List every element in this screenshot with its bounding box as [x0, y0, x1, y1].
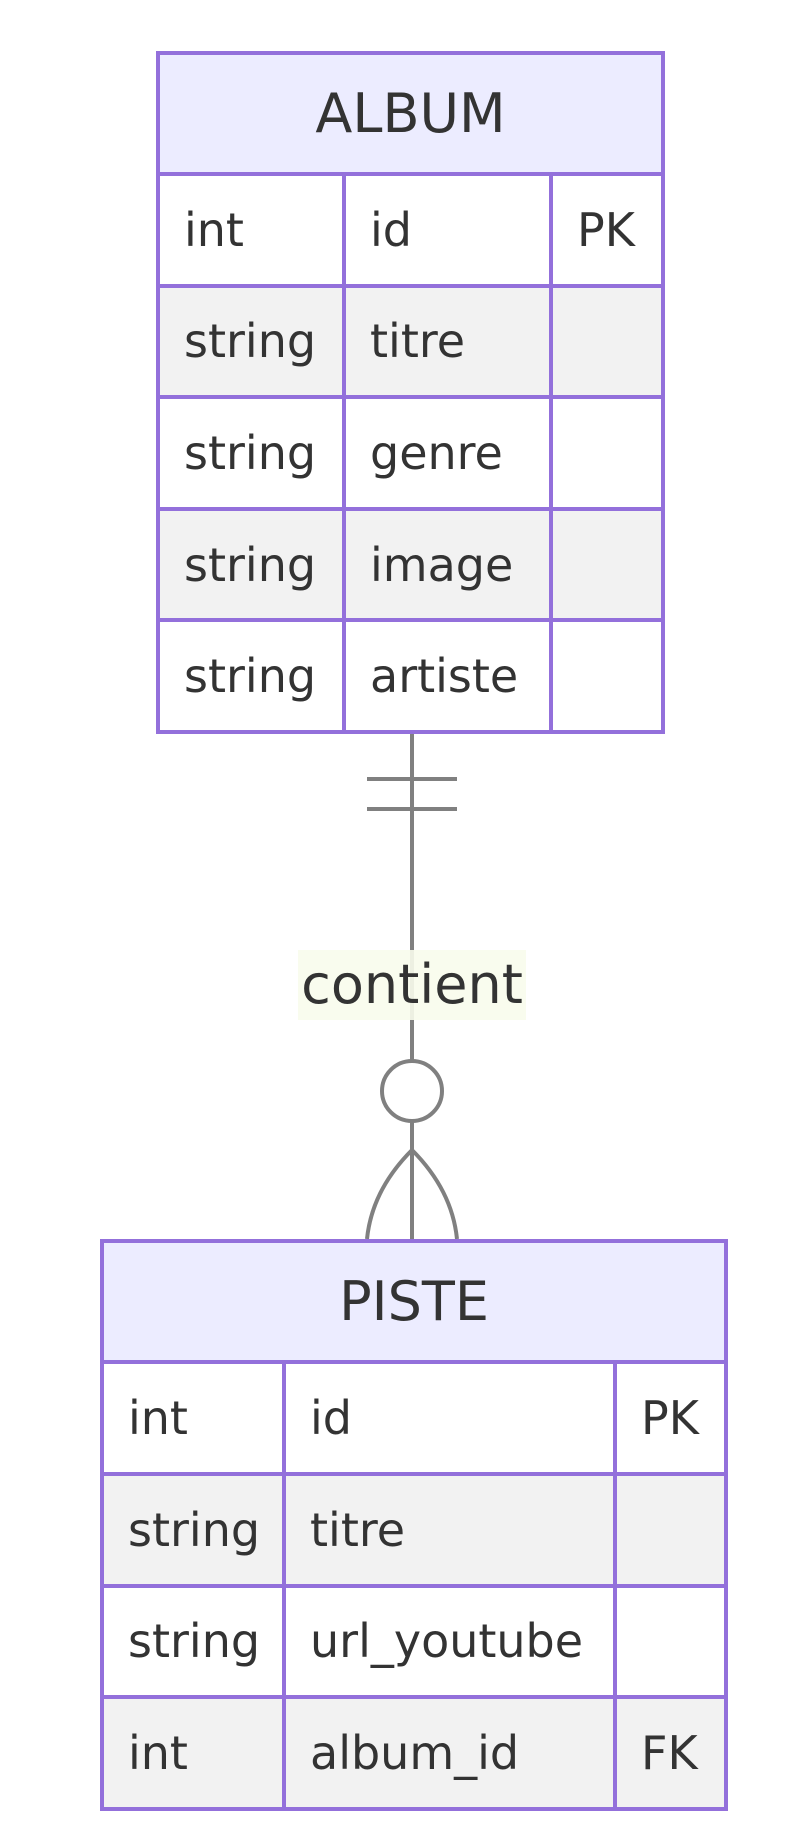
attribute-type: string [100, 1471, 286, 1588]
zero-optional-circle [380, 1059, 444, 1123]
attribute-row: string titre [100, 1471, 729, 1588]
attribute-name: genre [342, 395, 553, 511]
attribute-row: string artiste [156, 618, 666, 734]
crowfoot-left [365, 1148, 414, 1240]
attribute-key: PK [548, 172, 666, 288]
attribute-row: int album_id FK [100, 1695, 729, 1811]
attribute-row: int id PK [156, 172, 666, 288]
attribute-name: id [342, 172, 553, 288]
attribute-type: string [156, 618, 346, 734]
attribute-key: PK [612, 1360, 729, 1476]
relationship-label: contient [298, 950, 526, 1020]
attribute-key [612, 1583, 729, 1700]
attribute-row: string image [156, 506, 666, 623]
attribute-name: album_id [282, 1695, 617, 1811]
attribute-key [548, 506, 666, 623]
attribute-row: int id PK [100, 1360, 729, 1476]
entity-title: ALBUM [155, 51, 666, 176]
attribute-key [548, 283, 666, 400]
attribute-type: int [100, 1360, 286, 1476]
attribute-name: id [282, 1360, 617, 1476]
attribute-row: string genre [156, 395, 666, 511]
attribute-name: artiste [342, 618, 553, 734]
attribute-key [548, 618, 666, 734]
attribute-row: string url_youtube [100, 1583, 729, 1700]
entity-album[interactable]: ALBUM int id PK string titre string genr… [155, 51, 666, 734]
crowfoot-right [410, 1148, 459, 1240]
attribute-type: string [156, 283, 346, 400]
attribute-key [612, 1471, 729, 1588]
attribute-name: titre [342, 283, 553, 400]
attribute-name: image [342, 506, 553, 623]
attribute-name: url_youtube [282, 1583, 617, 1700]
attribute-name: titre [282, 1471, 617, 1588]
attribute-type: string [156, 506, 346, 623]
attribute-type: string [156, 395, 346, 511]
attribute-type: string [100, 1583, 286, 1700]
entity-piste[interactable]: PISTE int id PK string titre string url_… [99, 1239, 729, 1811]
attribute-key: FK [612, 1695, 729, 1811]
attribute-row: string titre [156, 283, 666, 400]
attribute-type: int [156, 172, 346, 288]
attribute-key [548, 395, 666, 511]
attribute-type: int [100, 1695, 286, 1811]
entity-title: PISTE [99, 1239, 729, 1364]
